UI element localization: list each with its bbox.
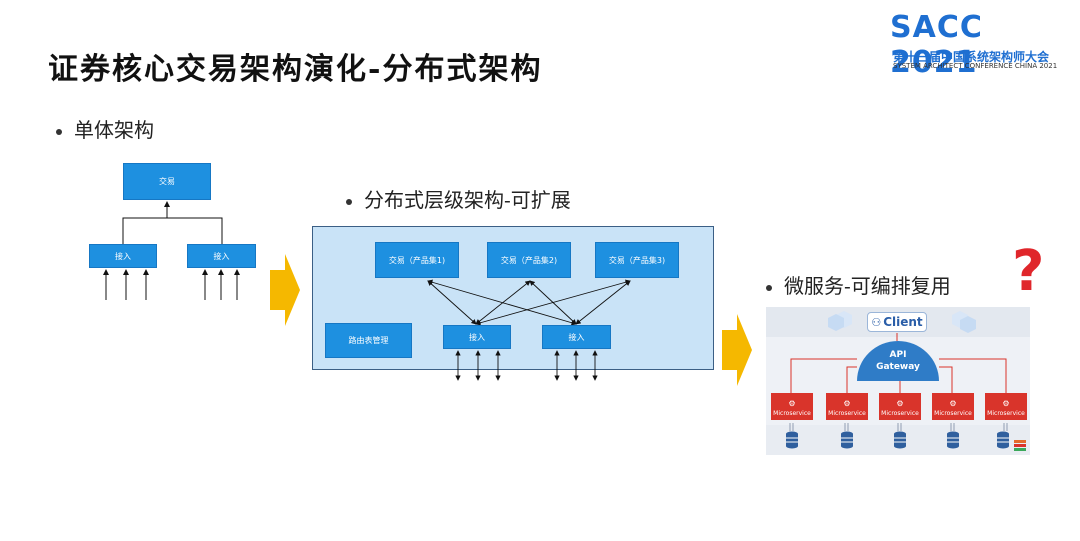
database-icon	[997, 431, 1009, 449]
bullet-monolith: 单体架构	[56, 114, 154, 143]
distributed-access-left-box: 接入	[443, 325, 511, 349]
gear-icon: ⚙	[949, 399, 957, 408]
bullet-monolith-label: 单体架构	[74, 118, 154, 142]
distributed-trade-1-box: 交易（产品集1)	[375, 242, 459, 278]
microservice-diagram: ⚇Client API Gateway ⚙ Microservice ⚙ Micro…	[766, 307, 1030, 455]
gear-icon: ⚙	[896, 399, 904, 408]
microservice-label: Microservice	[773, 410, 811, 417]
microservice-box: ⚙ Microservice	[932, 393, 974, 420]
monolith-access-left-box: 接入	[89, 244, 157, 268]
bullet-dot	[766, 284, 772, 291]
microservice-box: ⚙ Microservice	[826, 393, 868, 420]
question-mark: ?	[1012, 239, 1045, 304]
monolith-trade-box: 交易	[123, 163, 211, 200]
monolith-access-right-box: 接入	[187, 244, 256, 268]
gateway-line2: Gateway	[876, 362, 920, 372]
gear-icon: ⚙	[1002, 399, 1010, 408]
microservice-box: ⚙ Microservice	[985, 393, 1027, 420]
database-icon	[894, 431, 906, 449]
cache-stack-icon	[1014, 440, 1026, 451]
microservice-box: ⚙ Microservice	[771, 393, 813, 420]
client-box: ⚇Client	[867, 312, 927, 332]
gateway-line1: API	[889, 350, 907, 360]
microservice-label: Microservice	[934, 410, 972, 417]
gear-icon: ⚙	[788, 399, 796, 408]
yellow-arrow-2	[722, 314, 752, 386]
microservice-label: Microservice	[987, 410, 1025, 417]
distributed-trade-2-box: 交易（产品集2)	[487, 242, 571, 278]
database-icon	[786, 431, 798, 449]
sacc-logo: SACC 2021	[890, 10, 983, 80]
microservice-label: Microservice	[828, 410, 866, 417]
microservice-connectors	[789, 311, 1008, 431]
bullet-microservice: 微服务-可编排复用	[766, 270, 951, 299]
microservice-box: ⚙ Microservice	[879, 393, 921, 420]
database-icon	[841, 431, 853, 449]
logo-chinese-subtitle: 第十三届中国系统架构师大会	[893, 50, 1050, 64]
bullet-distributed: 分布式层级架构-可扩展	[346, 184, 571, 213]
logo-english-subtitle: SYSTEM ARCHITECT CONFERENCE CHINA 2021	[893, 62, 1058, 70]
client-label: Client	[883, 315, 923, 329]
bullet-distributed-label: 分布式层级架构-可扩展	[364, 188, 571, 212]
slide-title: 证券核心交易架构演化-分布式架构	[48, 52, 543, 87]
user-icon: ⚇	[871, 315, 882, 329]
gear-icon: ⚙	[843, 399, 851, 408]
bullet-dot	[346, 198, 352, 205]
distributed-access-right-box: 接入	[542, 325, 611, 349]
distributed-trade-3-box: 交易（产品集3)	[595, 242, 679, 278]
distributed-router-box: 路由表管理	[325, 323, 412, 358]
bullet-microservice-label: 微服务-可编排复用	[784, 274, 951, 298]
bullet-dot	[56, 128, 62, 135]
database-icon	[947, 431, 959, 449]
microservice-label: Microservice	[881, 410, 919, 417]
yellow-arrow-1	[270, 254, 300, 326]
